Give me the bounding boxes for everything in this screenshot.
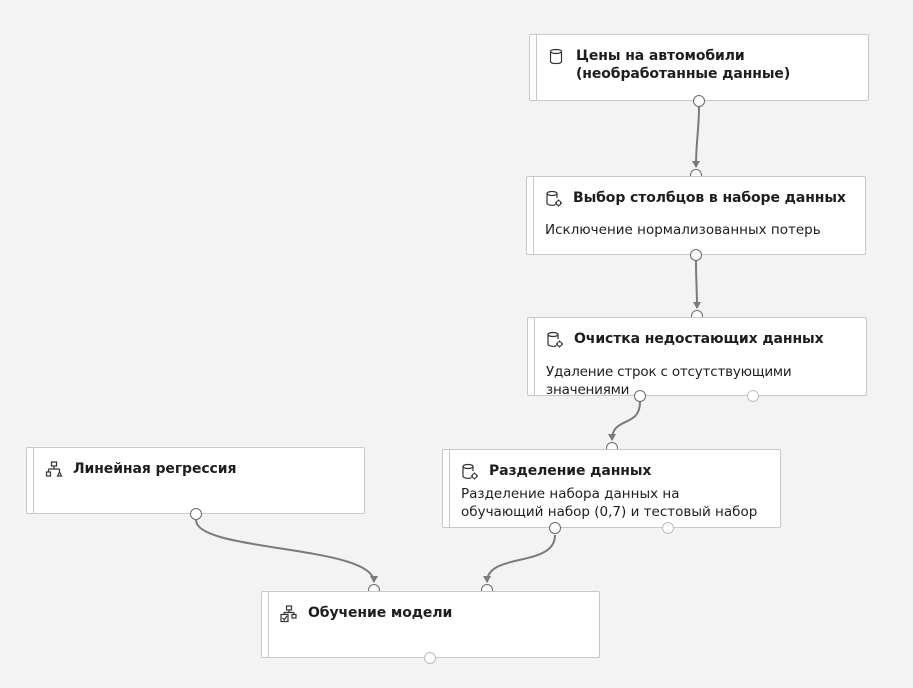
module-select-columns[interactable]: Выбор столбцов в наборе данных Исключени…	[526, 176, 866, 255]
module-train-model[interactable]: Обучение модели	[261, 591, 600, 658]
edge-split-data-to-train-model	[483, 534, 556, 583]
edge-select-columns-to-clean-missing	[692, 260, 701, 309]
model-icon	[45, 461, 63, 477]
edge-car-prices-to-select-columns	[692, 106, 701, 168]
module-split-data[interactable]: Разделение данных Разделение набора данн…	[442, 449, 781, 528]
dataset-icon	[549, 48, 563, 65]
output-port[interactable]	[549, 522, 561, 534]
output-port[interactable]	[190, 508, 202, 520]
edge-linear-regression-to-train-model	[195, 519, 378, 583]
module-description: Исключение нормализованных потерь	[545, 222, 821, 238]
output-port[interactable]	[634, 390, 646, 402]
output-port[interactable]	[690, 249, 702, 261]
module-title: Очистка недостающих данных	[574, 331, 824, 347]
module-title: Обучение модели	[308, 605, 453, 621]
train-icon	[280, 605, 297, 623]
module-linear-regression[interactable]: Линейная регрессия	[26, 447, 365, 514]
module-car-prices[interactable]: Цены на автомобили (необработанные данны…	[529, 34, 869, 101]
module-title: Выбор столбцов в наборе данных	[573, 190, 846, 206]
module-title: Разделение данных	[489, 463, 652, 479]
edge-clean-missing-to-split-data	[608, 401, 641, 441]
output-port[interactable]	[747, 390, 759, 402]
module-description: Удаление строк с отсутствующими значения…	[546, 364, 792, 398]
module-title: Цены на автомобили (необработанные данны…	[576, 48, 791, 82]
output-port[interactable]	[424, 652, 436, 664]
module-clean-missing[interactable]: Очистка недостающих данных Удаление стро…	[527, 317, 867, 398]
data-transform-icon	[462, 463, 478, 480]
output-port[interactable]	[662, 522, 674, 534]
data-transform-icon	[546, 190, 562, 207]
data-transform-icon	[547, 331, 563, 348]
module-title: Линейная регрессия	[73, 461, 237, 477]
output-port[interactable]	[693, 95, 705, 107]
module-description: Разделение набора данных на обучающий на…	[461, 486, 758, 520]
